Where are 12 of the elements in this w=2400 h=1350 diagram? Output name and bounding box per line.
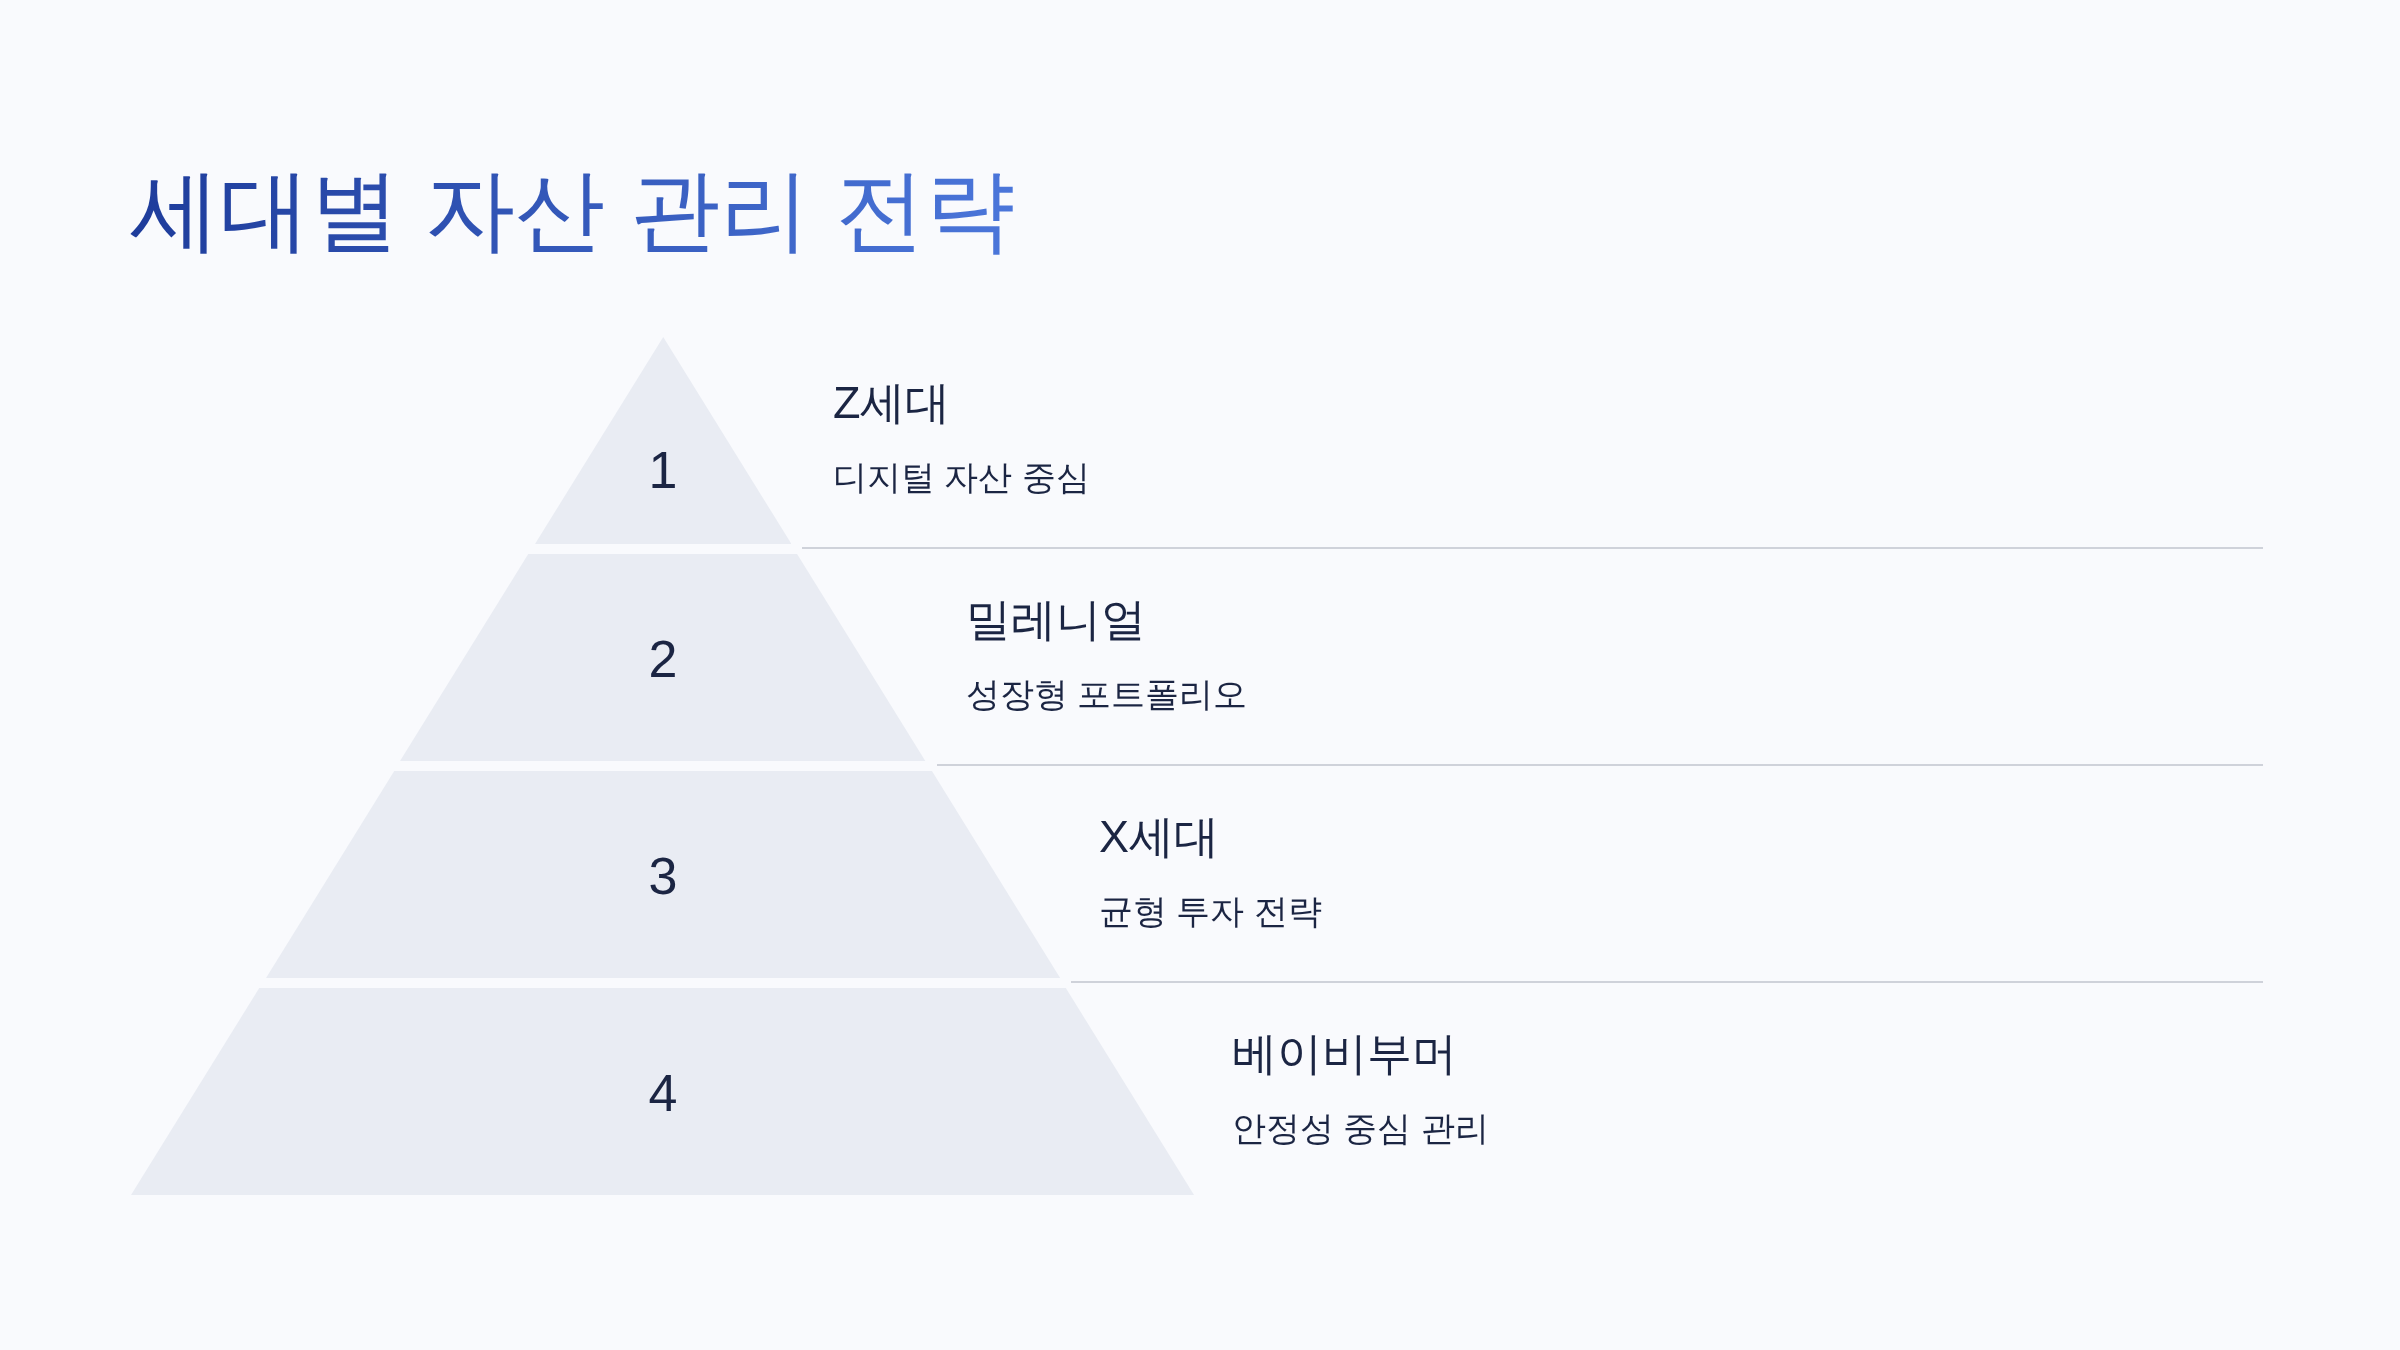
tier-heading: Z세대 [833,376,951,430]
tier-number: 2 [648,629,678,689]
tier-heading: 베이비부머 [1232,1027,1457,1081]
tier-heading: 밀레니얼 [966,593,1146,647]
tier-heading: X세대 [1099,810,1219,864]
tier-description: 균형 투자 전략 [1099,891,1322,932]
tier-description: 안정성 중심 관리 [1232,1108,1489,1149]
tier-description: 디지털 자산 중심 [833,457,1090,498]
tier-description: 성장형 포트폴리오 [966,674,1248,715]
tier-number: 1 [648,440,678,500]
tier-number: 3 [648,846,678,906]
tier-number: 4 [648,1063,678,1123]
